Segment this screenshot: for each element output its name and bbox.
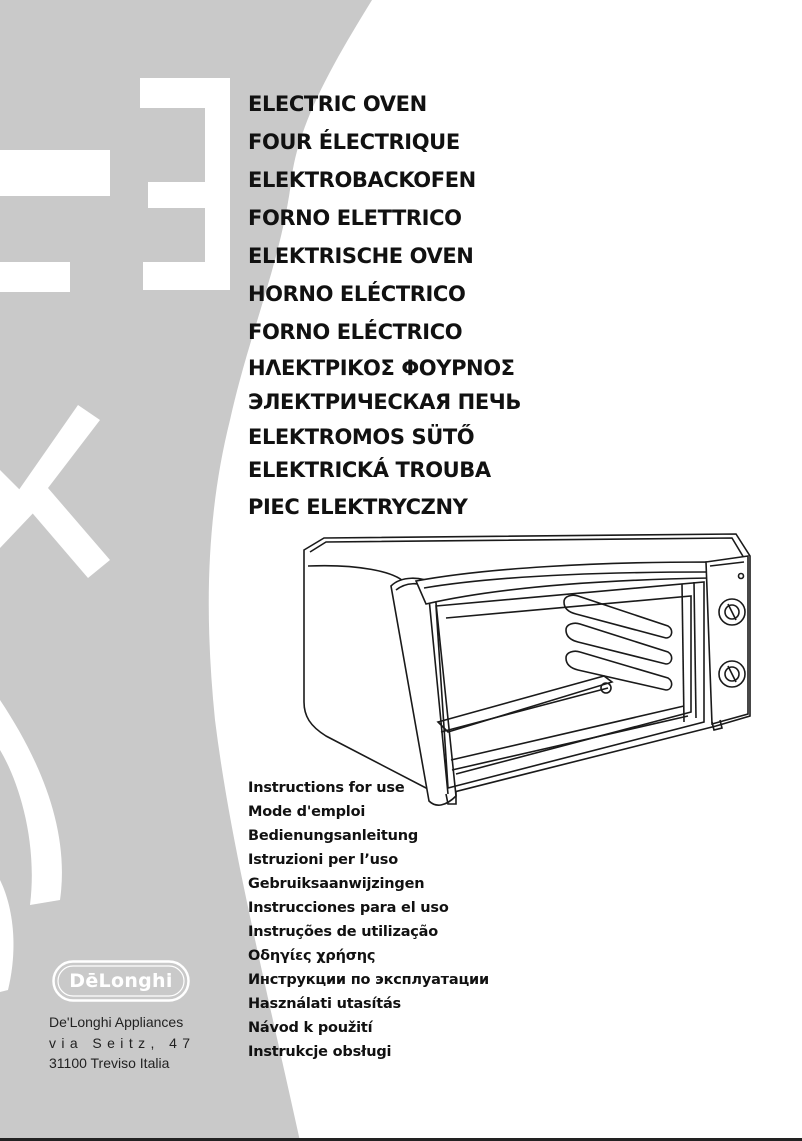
- instructions-de: Bedienungsanleitung: [248, 828, 419, 844]
- title-es: HORNO ELÉCTRICO: [248, 282, 466, 306]
- bottom-rule: [0, 1138, 802, 1141]
- delonghi-logo: DēLonghi: [52, 960, 190, 1002]
- address-city: 31100 Treviso Italia: [49, 1055, 170, 1071]
- title-ru: ЭЛЕКТРИЧЕСКАЯ ПЕЧЬ: [248, 390, 521, 414]
- title-pl: PIEC ELEKTRYCZNY: [248, 495, 468, 519]
- instructions-es: Instrucciones para el uso: [248, 900, 449, 916]
- instructions-hu: Használati utasítás: [248, 996, 401, 1012]
- title-el: ΗΛΕΚΤΡΙΚΟΣ ΦΟΥΡΝΟΣ: [248, 356, 515, 380]
- instructions-pt: Instruções de utilização: [248, 924, 439, 940]
- instructions-pl: Instrukcje obsługi: [248, 1044, 392, 1060]
- instructions-nl: Gebruiksaanwijzingen: [248, 876, 425, 892]
- title-nl: ELEKTRISCHE OVEN: [248, 244, 474, 268]
- instructions-it: Istruzioni per l’uso: [248, 852, 398, 868]
- address-street: via Seitz, 47: [49, 1034, 196, 1051]
- logo-text: DēLonghi: [69, 970, 173, 992]
- title-en: ELECTRIC OVEN: [248, 92, 427, 116]
- logo-badge-icon: [52, 960, 190, 1002]
- oven-illustration: [303, 533, 751, 806]
- title-de: ELEKTROBACKOFEN: [248, 168, 476, 192]
- instructions-en: Instructions for use: [248, 780, 405, 796]
- title-pt: FORNO ELÉCTRICO: [248, 320, 463, 344]
- title-fr: FOUR ÉLECTRIQUE: [248, 130, 460, 154]
- instructions-cs: Návod k použití: [248, 1020, 373, 1036]
- title-cs: ELEKTRICKÁ TROUBA: [248, 458, 491, 482]
- address-company: De'Longhi Appliances: [49, 1014, 184, 1030]
- company-address: De'Longhi Appliances via Seitz, 47 31100…: [49, 1012, 195, 1074]
- instructions-fr: Mode d'emploi: [248, 804, 366, 820]
- instructions-el: Οδηγίες χρήσης: [248, 948, 376, 964]
- title-it: FORNO ELETTRICO: [248, 206, 462, 230]
- title-hu: ELEKTROMOS SÜTŐ: [248, 425, 475, 449]
- instructions-ru: Инструкции по эксплуатации: [248, 972, 489, 988]
